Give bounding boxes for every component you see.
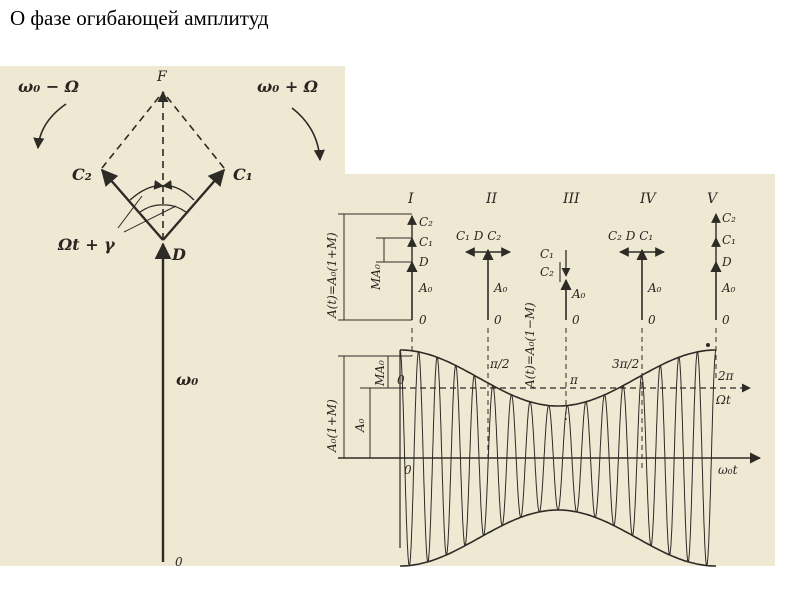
middle-formula: A(t)=A₀(1−M) [523,302,537,389]
label-phase: Ωt + γ [57,235,116,254]
roman-2: II [485,191,498,207]
col3-a0: A₀ [571,287,586,301]
phase-axis-three-pi-half: 3π/2 [612,357,639,371]
label-left-rotation: ω₀ − Ω [18,77,80,96]
dashed-edge-c2-f [101,91,164,169]
a0-label: A₀ [353,418,367,433]
phase-axis-omega-t: Ωt [715,393,731,407]
col3-c1: C₁ [540,247,554,261]
envelope-end-dot [706,343,710,347]
rotation-arrow-right [291,107,325,162]
c2-vector [100,168,164,241]
col1-c2: C₂ [419,215,433,229]
col5-d: D [721,255,732,269]
col5-c2: C₂ [722,211,736,225]
col2-a0: A₀ [493,281,508,295]
col5-a0: A₀ [721,281,736,295]
left-formula: A(t)=A₀(1+M) [325,232,339,319]
time-axis-label: ω₀t [718,463,738,477]
label-omega0: ω₀ [176,370,198,389]
col2-top: C₁ D C₂ [456,229,501,243]
phase-axis-pi: π [569,373,579,387]
label-d: D [171,245,186,264]
phase-arc-right [162,179,195,201]
col1-zero: 0 [419,313,427,327]
vector-diagram-background [0,66,345,566]
col3-c2: C₂ [540,265,554,279]
phase-arc-right2 [162,204,187,213]
time-axis-origin: 0 [404,463,412,477]
phase-pointer-1 [117,195,143,229]
left-amplitude-label: A₀(1+M) [325,399,339,453]
col5-c1: C₁ [722,233,736,247]
ma0-lower: MA₀ [373,360,387,387]
phase-axis-pi-half: π/2 [489,357,510,371]
label-c2: C₂ [72,165,92,184]
c1-vector [162,168,226,241]
phase-arc-left2 [139,204,164,213]
col2-zero: 0 [494,313,502,327]
col4-a0: A₀ [647,281,662,295]
label-f: F [156,69,168,85]
page-title: О фазе огибающей амплитуд [10,6,269,30]
vector-diagram: F ω₀ − Ω ω₀ + Ω C₂ C₁ D Ωt + γ ω₀ 0 [18,69,325,569]
rotation-arrow-left [33,103,67,150]
dashed-edge-c1-f [162,91,225,169]
col5-zero: 0 [722,313,730,327]
phase-arc-left [129,179,164,201]
roman-4: IV [639,191,658,207]
col1-d: D [418,255,429,269]
col1-a0: A₀ [418,281,433,295]
roman-3: III [562,191,580,207]
label-origin: 0 [175,555,183,569]
phase-diagram: I II III IV V C₂ C₁ D A₀ 0 C₁ D C₂ A₀ 0 … [325,191,762,567]
col1-c1: C₁ [419,235,433,249]
phase-axis-zero: 0 [397,373,405,387]
label-right-rotation: ω₀ + Ω [257,77,319,96]
ma0-upper: MA₀ [369,264,383,291]
col4-zero: 0 [648,313,656,327]
carrier-oscillation [399,349,717,567]
envelope-upper [400,349,716,407]
col3-zero: 0 [572,313,580,327]
roman-5: V [707,191,719,207]
phase-pointer-2 [123,205,177,233]
label-c1: C₁ [233,165,253,184]
phase-axis-two-pi: 2π [717,369,735,383]
col4-top: C₂ D C₁ [608,229,653,243]
roman-1: I [407,191,414,207]
